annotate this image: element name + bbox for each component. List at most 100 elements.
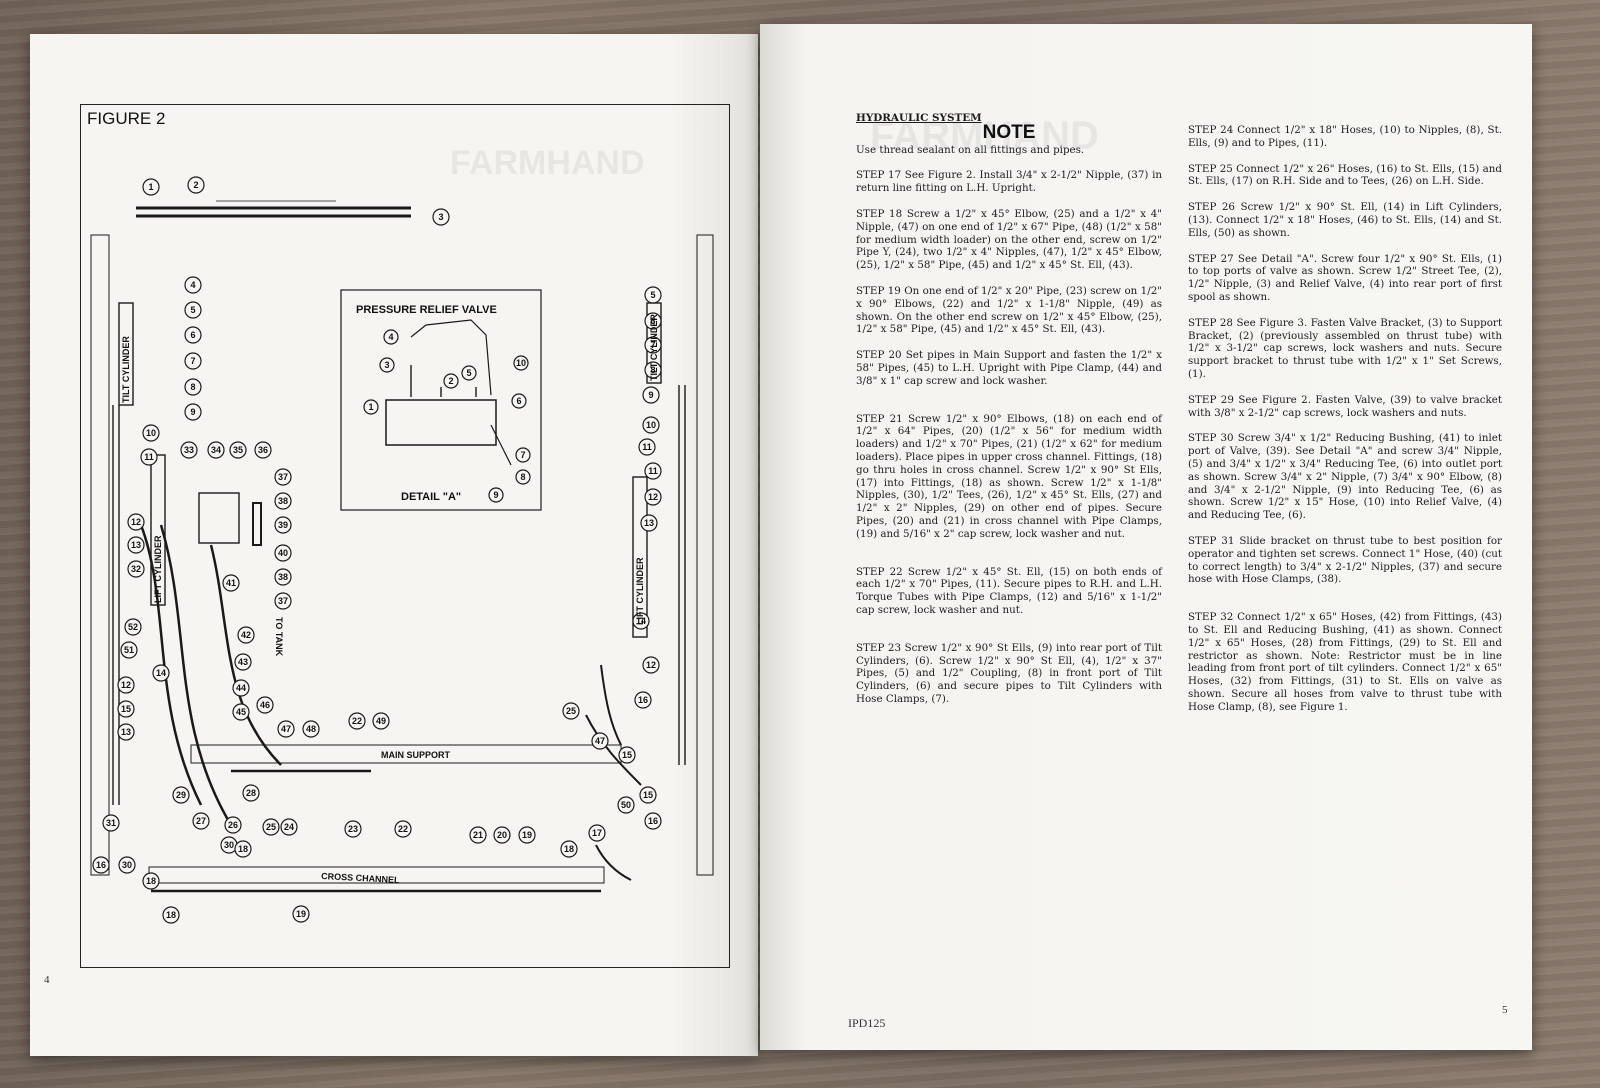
svg-text:37: 37	[278, 596, 288, 606]
svg-text:20: 20	[497, 830, 507, 840]
svg-text:12: 12	[121, 680, 131, 690]
right-page: FARMHAND HYDRAULIC SYSTEM NOTE Use threa…	[760, 24, 1532, 1050]
step-32: STEP 32 Connect 1/2" x 65" Hoses, (42) f…	[1188, 611, 1502, 713]
bleed-through-text: FARMHAND	[870, 114, 1099, 158]
note-text: Use thread sealant on all fittings and p…	[856, 143, 1085, 156]
svg-text:5: 5	[650, 290, 655, 300]
svg-text:6: 6	[650, 316, 655, 326]
svg-text:36: 36	[258, 445, 268, 455]
svg-text:49: 49	[376, 716, 386, 726]
step-29: STEP 29 See Figure 2. Fasten Valve, (39)…	[1188, 393, 1502, 419]
svg-text:10: 10	[516, 358, 526, 368]
lift-cylinder-right-label: LIFT CYLINDER	[635, 557, 645, 625]
svg-text:10: 10	[146, 428, 156, 438]
section-title: HYDRAULIC SYSTEM	[856, 112, 982, 124]
svg-text:44: 44	[236, 683, 246, 693]
svg-text:11: 11	[642, 442, 652, 452]
note-title: NOTE	[982, 121, 1036, 143]
svg-text:11: 11	[648, 466, 658, 476]
detail-a-title: PRESSURE RELIEF VALVE	[356, 304, 497, 316]
svg-text:25: 25	[266, 822, 276, 832]
to-tank-label: TO TANK	[274, 617, 284, 657]
svg-text:42: 42	[241, 630, 251, 640]
svg-text:25: 25	[566, 706, 576, 716]
svg-text:47: 47	[281, 724, 291, 734]
step-30: STEP 30 Screw 3/4" x 1/2" Reducing Bushi…	[1188, 432, 1502, 522]
svg-text:13: 13	[121, 727, 131, 737]
svg-text:35: 35	[233, 445, 243, 455]
step-18: STEP 18 Screw a 1/2" x 45° Elbow, (25) a…	[856, 207, 1162, 272]
step-21: STEP 21 Screw 1/2" x 90° Elbows, (18) on…	[856, 412, 1162, 540]
step-25: STEP 25 Connect 1/2" x 26" Hoses, (16) t…	[1188, 162, 1502, 188]
svg-text:2: 2	[193, 180, 198, 190]
figure-2-frame: FIGURE 2	[80, 104, 730, 968]
svg-text:15: 15	[643, 790, 653, 800]
control-valve-block	[198, 492, 240, 544]
svg-text:10: 10	[646, 420, 656, 430]
left-upright-tube	[90, 234, 110, 876]
step-24: STEP 24 Connect 1/2" x 18" Hoses, (10) t…	[1188, 124, 1502, 149]
detail-a-box	[340, 289, 542, 511]
svg-text:38: 38	[278, 572, 288, 582]
svg-text:4: 4	[388, 332, 393, 342]
svg-text:23: 23	[348, 824, 358, 834]
svg-text:3: 3	[438, 212, 443, 222]
svg-text:47: 47	[595, 736, 605, 746]
svg-text:16: 16	[648, 816, 658, 826]
tilt-cylinder-left-label: TILT CYLINDER	[121, 336, 131, 403]
left-page: FARMHAND FIGURE 2	[30, 34, 758, 1056]
svg-text:34: 34	[211, 445, 221, 455]
svg-text:8: 8	[190, 382, 195, 392]
svg-text:14: 14	[636, 616, 646, 626]
svg-text:18: 18	[564, 844, 574, 854]
svg-text:2: 2	[448, 376, 453, 386]
svg-text:5: 5	[190, 305, 195, 315]
svg-text:24: 24	[284, 822, 294, 832]
svg-text:7: 7	[520, 450, 525, 460]
tilt-cylinder-right-label: TILT CYLINDER	[649, 314, 659, 381]
step-23: STEP 23 Screw 1/2" x 90° St Ells, (9) in…	[856, 641, 1162, 705]
left-page-number: 4	[44, 974, 50, 986]
svg-text:1: 1	[368, 402, 373, 412]
svg-text:26: 26	[228, 820, 238, 830]
svg-text:12: 12	[646, 660, 656, 670]
step-27: STEP 27 See Detail "A". Screw four 1/2" …	[1188, 252, 1502, 303]
svg-text:38: 38	[278, 496, 288, 506]
main-support-label: MAIN SUPPORT	[381, 750, 451, 760]
bleed-through-text: FARMHAND	[450, 144, 645, 182]
step-28: STEP 28 See Figure 3. Fasten Valve Brack…	[1188, 316, 1502, 380]
svg-text:29: 29	[176, 790, 186, 800]
tilt-cylinder-left	[118, 302, 134, 406]
step-26: STEP 26 Screw 1/2" x 90° St. Ell, (14) i…	[1188, 201, 1502, 239]
svg-text:27: 27	[196, 816, 206, 826]
svg-text:31: 31	[106, 818, 116, 828]
svg-text:39: 39	[278, 520, 288, 530]
svg-text:9: 9	[648, 390, 653, 400]
svg-text:12: 12	[131, 517, 141, 527]
svg-text:12: 12	[648, 492, 658, 502]
step-17: STEP 17 See Figure 2. Install 3/4" x 2-1…	[856, 169, 1162, 195]
svg-text:32: 32	[131, 564, 141, 574]
svg-text:18: 18	[146, 876, 156, 886]
lift-cylinder-right	[632, 476, 648, 638]
svg-text:8: 8	[520, 472, 525, 482]
step-22: STEP 22 Screw 1/2" x 45° St. Ell, (15) o…	[856, 565, 1162, 616]
svg-text:8: 8	[650, 365, 655, 375]
text-column-2: STEP 24 Connect 1/2" x 18" Hoses, (10) t…	[1188, 124, 1502, 726]
svg-text:19: 19	[522, 830, 532, 840]
svg-text:9: 9	[190, 407, 195, 417]
svg-text:13: 13	[131, 540, 141, 550]
svg-text:48: 48	[306, 724, 316, 734]
svg-text:6: 6	[516, 396, 521, 406]
svg-text:51: 51	[124, 645, 134, 655]
svg-text:21: 21	[473, 830, 483, 840]
svg-text:28: 28	[246, 788, 256, 798]
svg-text:40: 40	[278, 548, 288, 558]
svg-text:3: 3	[384, 360, 389, 370]
lift-cylinder-left-label: LIFT CYLINDER	[153, 535, 163, 603]
svg-text:41: 41	[226, 578, 236, 588]
svg-text:43: 43	[238, 657, 248, 667]
svg-text:15: 15	[121, 704, 131, 714]
